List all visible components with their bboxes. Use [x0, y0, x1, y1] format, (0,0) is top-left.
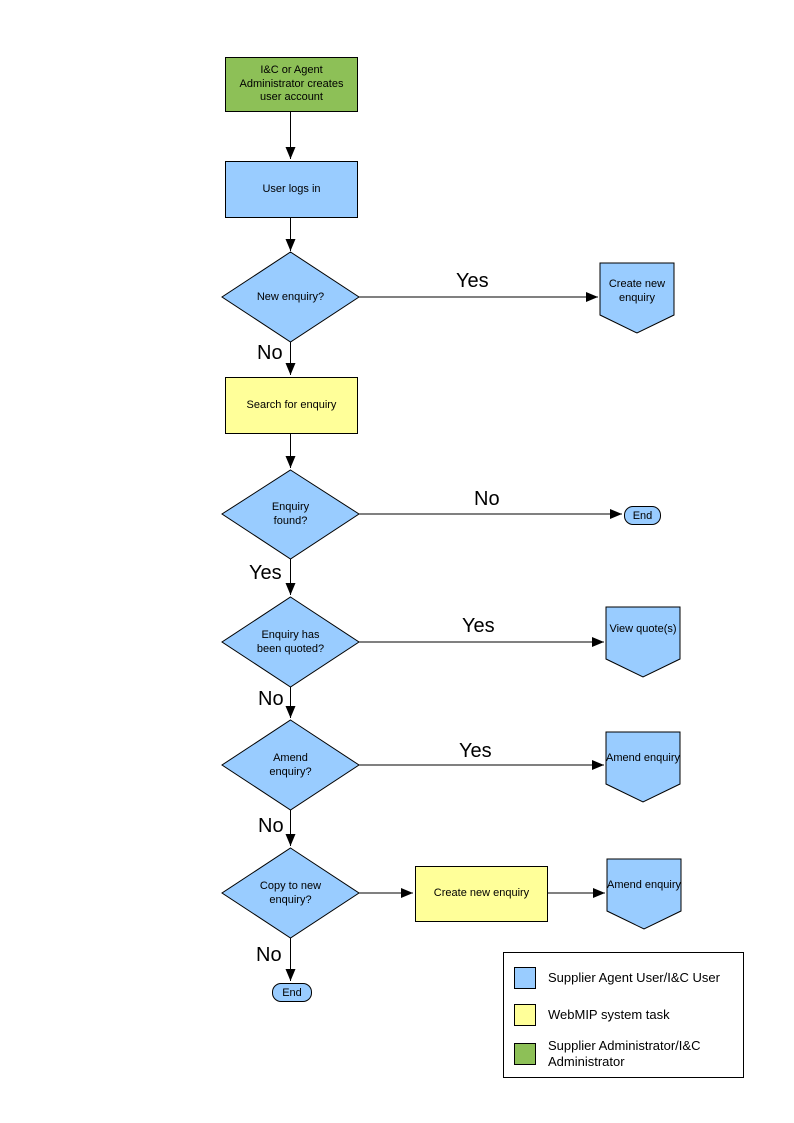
legend-item-webmip-system-task: WebMIP system task — [514, 1004, 733, 1026]
legend-item-supplier-administrator: Supplier Administrator/I&C Administrator — [514, 1038, 733, 1070]
decision-enquiry-found-label: Enquiry found? — [271, 501, 310, 527]
decision-new-enquiry-label: New enquiry? — [256, 291, 325, 303]
edge-label-enquiry-quoted-no: No — [258, 688, 284, 710]
decision-copy-to-new — [221, 847, 360, 939]
offpage-amend-enquiry-copy — [606, 858, 682, 930]
process-user-logs-in: User logs in — [225, 161, 358, 218]
process-create-account: I&C or Agent Administrator creates user … — [225, 57, 358, 112]
edge-label-enquiry-found-yes: Yes — [249, 562, 282, 584]
decision-new-enquiry — [221, 251, 360, 343]
terminator-end-final: End — [272, 983, 312, 1002]
offpage-amend-enquiry — [605, 731, 681, 803]
edge-label-enquiry-found-no: No — [474, 488, 500, 510]
legend-swatch-green — [514, 1043, 536, 1065]
legend-swatch-blue — [514, 967, 536, 989]
legend-label: Supplier Agent User/I&C User — [548, 970, 720, 985]
edge-label-new-enquiry-yes: Yes — [456, 270, 489, 292]
edge-label-amend-yes: Yes — [459, 740, 492, 762]
legend-label: Supplier Administrator/I&C Administrator — [548, 1038, 701, 1069]
edge-label-new-enquiry-no: No — [257, 342, 283, 364]
offpage-amend-enquiry-copy-label: Amend enquiry — [607, 879, 681, 891]
decision-enquiry-quoted — [221, 596, 360, 688]
decision-amend-enquiry — [221, 719, 360, 811]
decision-amend-enquiry-label: Amend enquiry? — [269, 752, 312, 778]
process-search-for-enquiry: Search for enquiry — [225, 377, 358, 434]
edge-label-enquiry-quoted-yes: Yes — [462, 615, 495, 637]
decision-enquiry-quoted-label: Enquiry has been quoted? — [256, 629, 325, 655]
legend: Supplier Agent User/I&C User WebMIP syst… — [503, 952, 744, 1078]
offpage-view-quotes-label: View quote(s) — [609, 623, 677, 635]
offpage-create-new-enquiry-label: Create new enquiry — [608, 278, 666, 304]
offpage-create-new-enquiry — [599, 262, 675, 334]
edge-label-copy-no: No — [256, 944, 282, 966]
offpage-amend-enquiry-label: Amend enquiry — [606, 752, 680, 764]
terminator-end-enquiry-found: End — [624, 506, 661, 525]
legend-label: WebMIP system task — [548, 1007, 670, 1022]
decision-copy-to-new-label: Copy to new enquiry? — [259, 880, 322, 906]
edge-label-amend-no: No — [258, 815, 284, 837]
process-create-new-enquiry-copy: Create new enquiry — [415, 866, 548, 922]
offpage-view-quotes — [605, 606, 681, 678]
legend-swatch-yellow — [514, 1004, 536, 1026]
decision-enquiry-found — [221, 469, 360, 560]
legend-item-supplier-agent-user: Supplier Agent User/I&C User — [514, 967, 733, 989]
